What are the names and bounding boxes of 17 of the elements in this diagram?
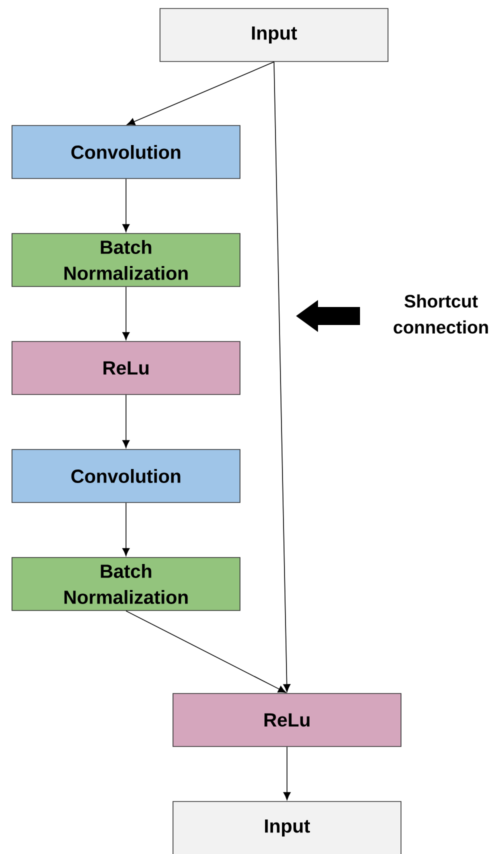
arrow: [274, 62, 290, 692]
arrow: [126, 610, 286, 693]
input-box: Input: [160, 8, 388, 62]
process-box: Convolution: [12, 125, 240, 179]
process-box: Convolution: [12, 449, 240, 503]
process-box: Batch Normalization: [12, 557, 240, 611]
process-box: Batch Normalization: [12, 233, 240, 287]
arrow: [283, 746, 291, 800]
process-box: ReLu: [12, 341, 240, 395]
annotation-text: Shortcut connection: [394, 294, 488, 334]
arrow: [122, 178, 130, 232]
process-box: ReLu: [172, 693, 402, 747]
arrow: [122, 286, 130, 340]
arrow: [122, 394, 130, 448]
output-box: Input: [172, 801, 402, 854]
arrow: [122, 502, 130, 556]
arrow: [126, 62, 274, 126]
